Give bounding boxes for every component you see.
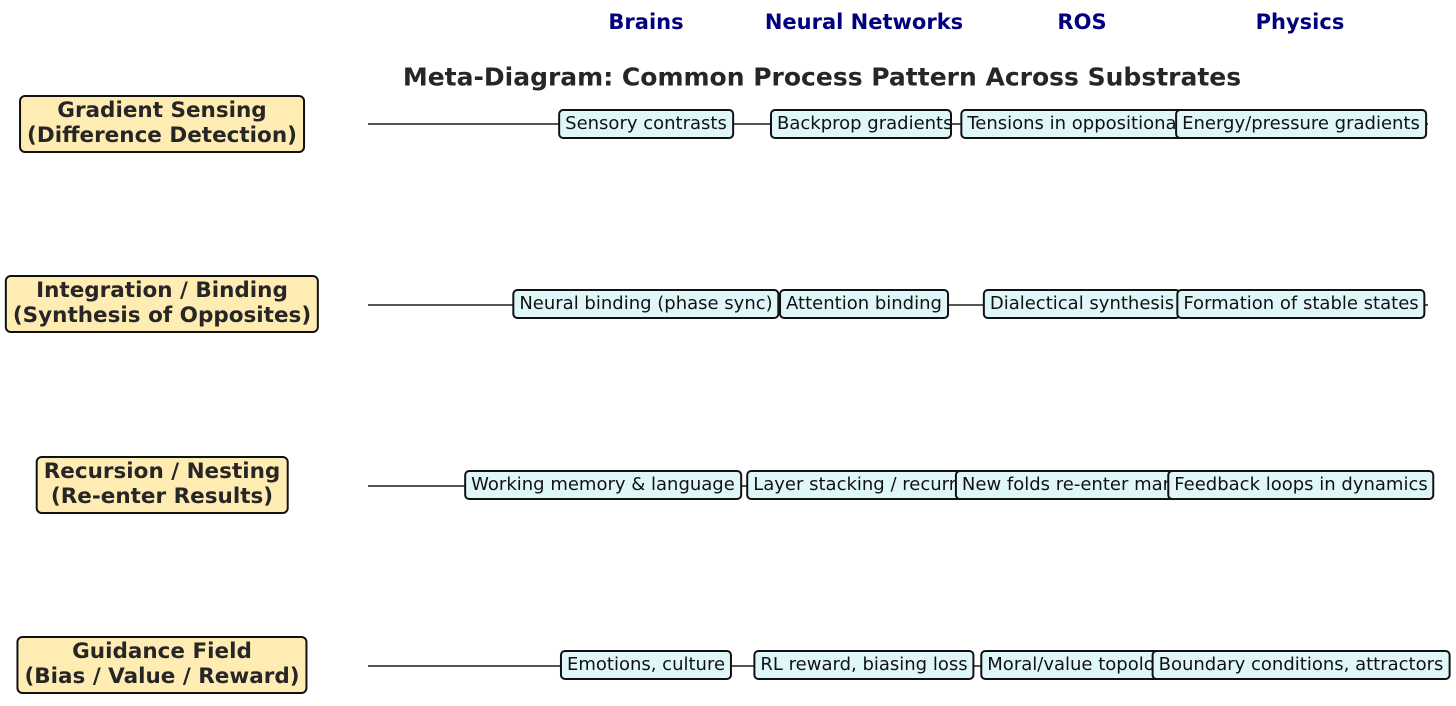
stage-box-integration-binding: Integration / Binding (Synthesis of Oppo… xyxy=(4,275,320,333)
cell-box: Layer stacking / recurre xyxy=(746,470,974,500)
stage-sublabel: (Synthesis of Opposites) xyxy=(12,303,312,328)
stage-box-recursion-nesting: Recursion / Nesting (Re-enter Results) xyxy=(35,456,289,514)
cell-box: Boundary conditions, attractors xyxy=(1151,650,1451,680)
cell-box: Moral/value topolo xyxy=(980,650,1162,680)
cell-box: Energy/pressure gradients xyxy=(1175,109,1427,139)
column-header-brains: Brains xyxy=(608,10,684,34)
cell-box: Feedback loops in dynamics xyxy=(1167,470,1435,500)
cell-box: Backprop gradients xyxy=(770,109,952,139)
stage-sublabel: (Difference Detection) xyxy=(27,123,297,148)
stage-label: Gradient Sensing xyxy=(57,98,267,123)
cell-box: Attention binding xyxy=(779,289,949,319)
stage-sublabel: (Re-enter Results) xyxy=(50,484,274,509)
cell-box: Formation of stable states xyxy=(1176,289,1426,319)
cell-box: New folds re-enter man xyxy=(954,470,1182,500)
stage-box-gradient-sensing: Gradient Sensing (Difference Detection) xyxy=(19,95,305,153)
stage-sublabel: (Bias / Value / Reward) xyxy=(24,664,300,689)
cell-box: Emotions, culture xyxy=(559,650,733,680)
stage-label: Integration / Binding xyxy=(36,278,288,303)
cell-box: Neural binding (phase sync) xyxy=(512,289,780,319)
diagram-title: Meta-Diagram: Common Process Pattern Acr… xyxy=(402,62,1242,92)
cell-box: Tensions in oppositional s xyxy=(960,109,1204,139)
stage-label: Guidance Field xyxy=(72,639,252,664)
column-header-ros: ROS xyxy=(1057,10,1107,34)
cell-box: Dialectical synthesis xyxy=(982,289,1182,319)
cell-box: RL reward, biasing loss xyxy=(753,650,975,680)
column-header-physics: Physics xyxy=(1255,10,1345,34)
column-header-neural-networks: Neural Networks xyxy=(764,10,964,34)
stage-label: Recursion / Nesting xyxy=(43,459,281,484)
cell-box: Working memory & language xyxy=(464,470,742,500)
stage-box-guidance-field: Guidance Field (Bias / Value / Reward) xyxy=(16,636,308,694)
cell-box: Sensory contrasts xyxy=(558,109,734,139)
